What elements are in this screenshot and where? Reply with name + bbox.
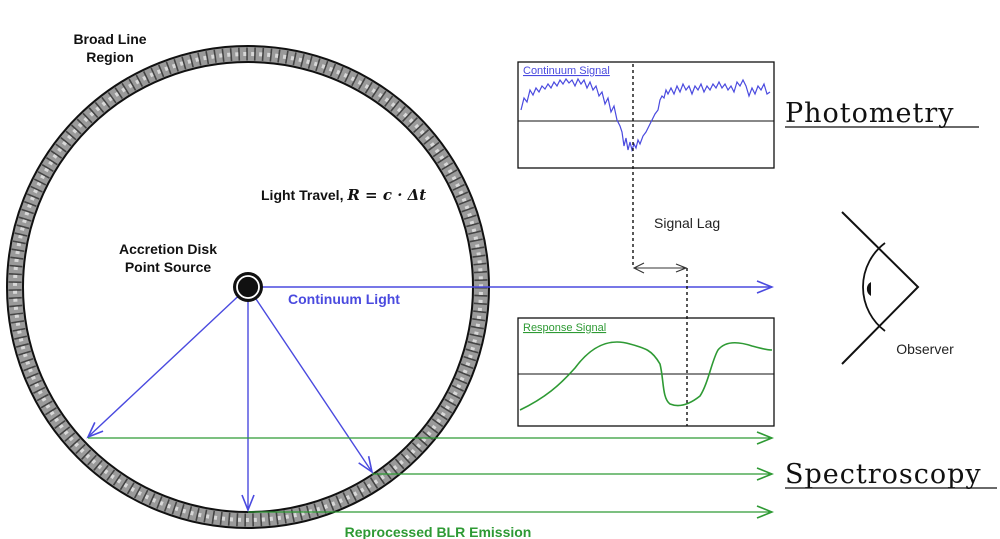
reprocessed-emission-label: Reprocessed BLR Emission bbox=[345, 524, 532, 539]
continuum-signal-panel: Continuum Signal bbox=[517, 61, 775, 169]
response-signal-label: Response Signal bbox=[523, 322, 606, 334]
blr-region-label-line2: Region bbox=[86, 49, 133, 65]
signal-lag-label: Signal Lag bbox=[654, 215, 720, 231]
reprocessed-emission-arrows bbox=[88, 438, 772, 512]
observer-eye-icon bbox=[841, 211, 920, 365]
ray-to-left bbox=[88, 286, 249, 437]
continuum-signal-curve bbox=[520, 77, 771, 153]
response-signal-panel: Response Signal bbox=[517, 317, 775, 427]
spectroscopy-label: Spectroscopy bbox=[785, 459, 982, 490]
continuum-light-label: Continuum Light bbox=[288, 291, 400, 307]
signal-lag-arrow-tail bbox=[632, 262, 645, 274]
photometry-label: Photometry bbox=[785, 98, 955, 129]
accretion-disk-point-source bbox=[233, 272, 263, 302]
blr-region-label-line1: Broad Line bbox=[73, 31, 146, 47]
response-signal-curve bbox=[519, 341, 773, 411]
accretion-disk-label-line2: Point Source bbox=[125, 259, 212, 275]
continuum-signal-label: Continuum Signal bbox=[523, 65, 610, 77]
ionizing-rays bbox=[88, 286, 372, 510]
observer-label: Observer bbox=[896, 341, 954, 357]
ray-to-lower-right bbox=[247, 286, 372, 472]
light-travel-formula: R = c · Δt bbox=[346, 186, 426, 204]
light-travel-prefix: Light Travel, bbox=[261, 187, 347, 203]
light-travel-label: Light Travel, R = c · Δt bbox=[261, 186, 426, 204]
accretion-disk-label-line1: Accretion Disk bbox=[119, 241, 217, 257]
